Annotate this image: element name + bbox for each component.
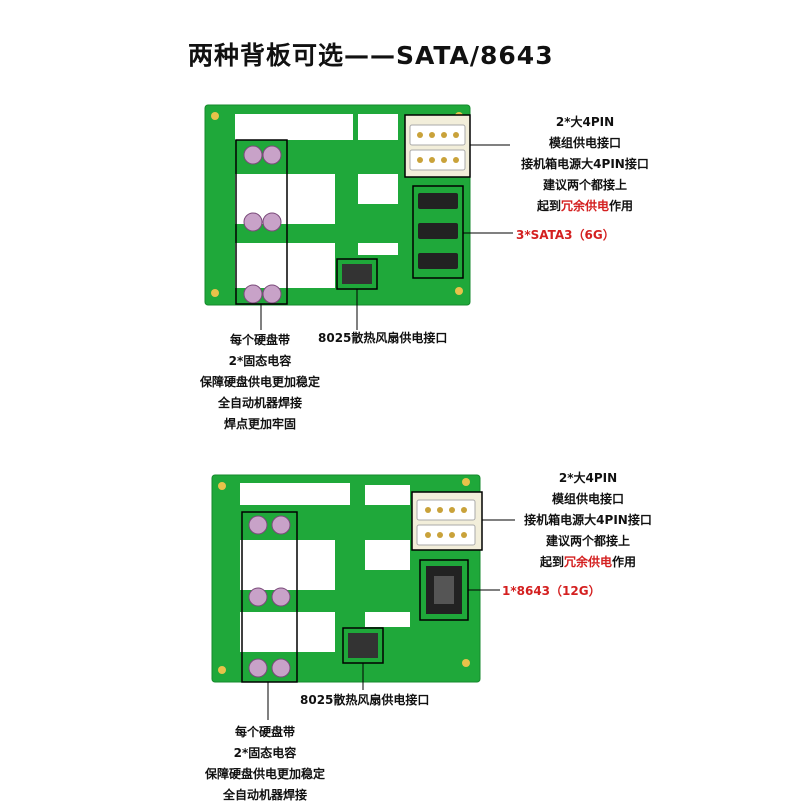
sata-backplane-board bbox=[204, 104, 513, 330]
board1-capacitor-label: 每个硬盘带 2*固态电容 保障硬盘供电更加稳定 全自动机器焊接 焊点更加牢固 bbox=[199, 333, 320, 431]
board1-sata-label: 3*SATA3（6G） bbox=[516, 228, 615, 242]
board2-8643-label: 1*8643（12G） bbox=[502, 584, 601, 598]
capacitor-group-1 bbox=[243, 145, 282, 304]
board2-capacitor-label: 每个硬盘带 2*固态电容 保障硬盘供电更加稳定 全自动机器焊接 bbox=[204, 725, 325, 802]
capacitor-group-2 bbox=[248, 515, 291, 678]
board1-fan-label: 8025散热风扇供电接口 bbox=[318, 331, 448, 345]
8643-backplane-board bbox=[211, 474, 515, 720]
page-title: 两种背板可选——SATA/8643 bbox=[188, 41, 554, 70]
board2-fan-label: 8025散热风扇供电接口 bbox=[300, 693, 430, 707]
board1-power-label: 2*大4PIN 模组供电接口 接机箱电源大4PIN接口 建议两个都接上 起到冗余… bbox=[521, 115, 649, 213]
board2-power-label: 2*大4PIN 模组供电接口 接机箱电源大4PIN接口 建议两个都接上 起到冗余… bbox=[524, 471, 652, 569]
